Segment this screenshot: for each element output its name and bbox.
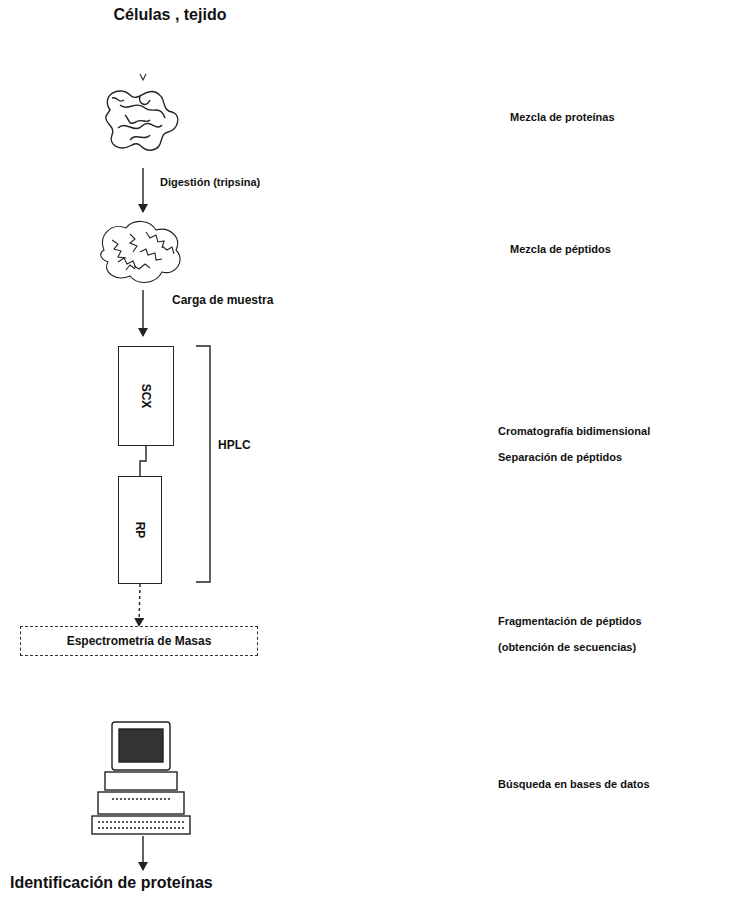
link-line — [140, 446, 146, 476]
result-label: Identificación de proteínas — [10, 874, 213, 892]
peptide-blob — [101, 221, 180, 282]
stage-note: Mezcla de péptidos — [510, 243, 611, 255]
bracket-label: HPLC — [218, 438, 251, 452]
box-label: Espectrometría de Masas — [21, 634, 257, 648]
diagram-title: Células , tejido — [114, 6, 227, 24]
stage-note: Mezcla de proteínas — [510, 111, 615, 123]
stage-note: Fragmentación de péptidos — [498, 615, 642, 627]
flow-arrow — [139, 584, 140, 626]
column-box: RP — [118, 476, 162, 584]
process-box: Espectrometría de Masas — [20, 626, 258, 656]
step-label: Digestión (tripsina) — [160, 176, 260, 188]
step-label: Carga de muestra — [172, 293, 273, 307]
protein-blob — [106, 91, 178, 150]
stage-note: (obtención de secuencias) — [498, 641, 636, 653]
flow-arrow — [142, 168, 143, 212]
hplc-bracket — [196, 346, 210, 582]
computer-icon — [92, 722, 190, 834]
box-label: SCX — [139, 384, 153, 409]
box-label: RP — [133, 522, 147, 539]
stage-note: Cromatografía bidimensional — [498, 425, 650, 437]
column-box: SCX — [118, 346, 174, 446]
stage-note: Separación de péptidos — [498, 451, 622, 463]
tick-mark — [140, 74, 146, 80]
stage-note: Búsqueda en bases de datos — [498, 778, 650, 790]
flow-arrow — [142, 836, 143, 870]
flow-arrow — [142, 290, 143, 336]
